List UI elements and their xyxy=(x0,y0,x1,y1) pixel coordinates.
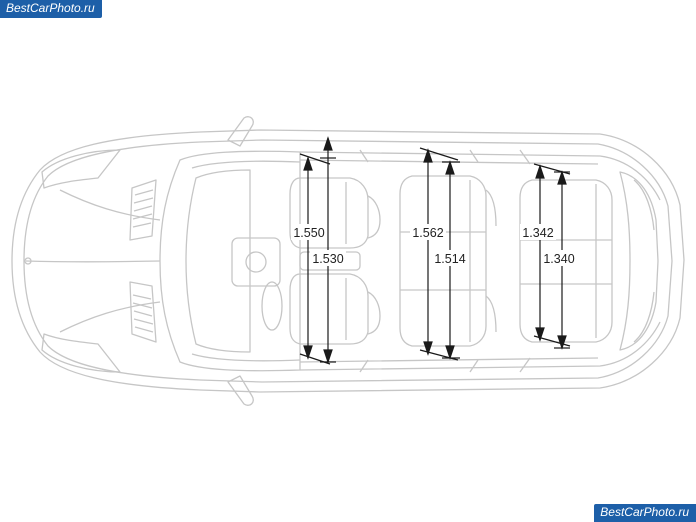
label-front-elbow: 1.530 xyxy=(312,252,343,266)
label-third-shoulder: 1.342 xyxy=(522,226,553,240)
third-row-seats xyxy=(519,179,613,343)
label-front-shoulder: 1.550 xyxy=(293,226,324,240)
hood-vent-lower xyxy=(129,281,157,343)
hood-vent-upper xyxy=(129,179,157,241)
second-row-seats xyxy=(399,175,497,347)
dim-front-shoulder xyxy=(299,153,331,365)
label-second-shoulder: 1.562 xyxy=(412,226,443,240)
watermark-bottom-right: BestCarPhoto.ru xyxy=(594,504,696,522)
label-third-elbow: 1.340 xyxy=(543,252,574,266)
dim-second-shoulder xyxy=(419,147,459,361)
watermark-top-left: BestCarPhoto.ru xyxy=(0,0,102,18)
car-outline xyxy=(11,116,685,406)
dimension-labels: 1.550 1.530 1.562 1.514 1.342 1.340 xyxy=(291,224,577,266)
label-second-elbow: 1.514 xyxy=(434,252,465,266)
